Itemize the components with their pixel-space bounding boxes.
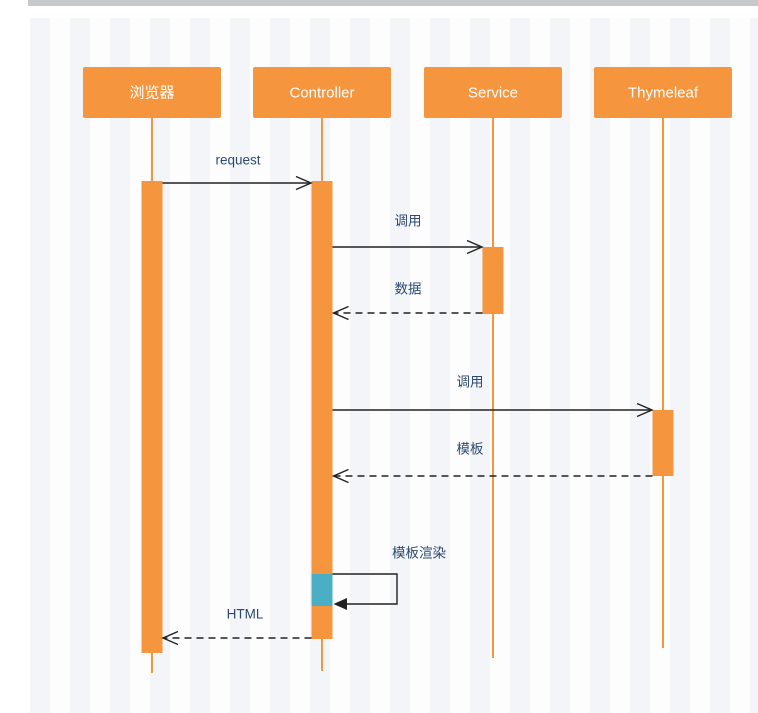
participant-rect-browser bbox=[83, 67, 221, 118]
participant-box-controller[interactable]: Controller bbox=[253, 67, 391, 118]
participant-box-browser[interactable]: 浏览器 bbox=[83, 67, 221, 118]
arrowhead-open-left-icon bbox=[331, 305, 349, 321]
participant-rect-thymeleaf bbox=[594, 67, 732, 118]
activation-bar-controller[interactable] bbox=[311, 181, 333, 639]
message-arrow-call-service[interactable] bbox=[332, 239, 484, 255]
participant-label-browser: 浏览器 bbox=[129, 85, 174, 102]
message-arrow-html-return[interactable] bbox=[161, 630, 312, 646]
message-arrow-self-render[interactable] bbox=[332, 573, 398, 610]
arrowhead-open-right-icon bbox=[636, 402, 654, 418]
top-divider bbox=[28, 0, 758, 6]
activation-bar-service[interactable] bbox=[482, 247, 504, 314]
message-label-request: request bbox=[215, 153, 260, 168]
message-arrow-call-thymeleaf[interactable] bbox=[332, 402, 654, 418]
participant-label-controller: Controller bbox=[289, 85, 354, 102]
message-arrow-template-return[interactable] bbox=[331, 468, 653, 484]
participant-label-thymeleaf: Thymeleaf bbox=[628, 85, 699, 102]
arrowhead-open-left-icon bbox=[331, 468, 349, 484]
participant-rect-controller bbox=[253, 67, 391, 118]
message-label-self-render: 模板渲染 bbox=[392, 546, 446, 561]
message-label-html-return: HTML bbox=[227, 607, 264, 622]
message-label-template-return: 模板 bbox=[457, 442, 484, 457]
message-arrow-data-return[interactable] bbox=[331, 305, 483, 321]
arrowhead-filled-left-icon bbox=[333, 598, 347, 610]
participant-box-thymeleaf[interactable]: Thymeleaf bbox=[594, 67, 732, 118]
self-activation-bar-controller[interactable] bbox=[311, 574, 333, 606]
arrowhead-open-right-icon bbox=[295, 175, 313, 191]
arrowhead-open-right-icon bbox=[466, 239, 484, 255]
message-line-self-render bbox=[332, 573, 398, 605]
message-arrow-request[interactable] bbox=[162, 175, 313, 191]
participant-label-service: Service bbox=[468, 85, 518, 102]
participant-box-service[interactable]: Service bbox=[424, 67, 562, 118]
arrowhead-open-left-icon bbox=[161, 630, 179, 646]
participant-rect-service bbox=[424, 67, 562, 118]
activation-bar-thymeleaf[interactable] bbox=[652, 410, 674, 476]
message-label-call-service: 调用 bbox=[395, 214, 422, 229]
message-label-call-thymeleaf: 调用 bbox=[457, 375, 484, 390]
message-label-data-return: 数据 bbox=[395, 282, 422, 297]
activation-bar-browser[interactable] bbox=[141, 181, 163, 653]
